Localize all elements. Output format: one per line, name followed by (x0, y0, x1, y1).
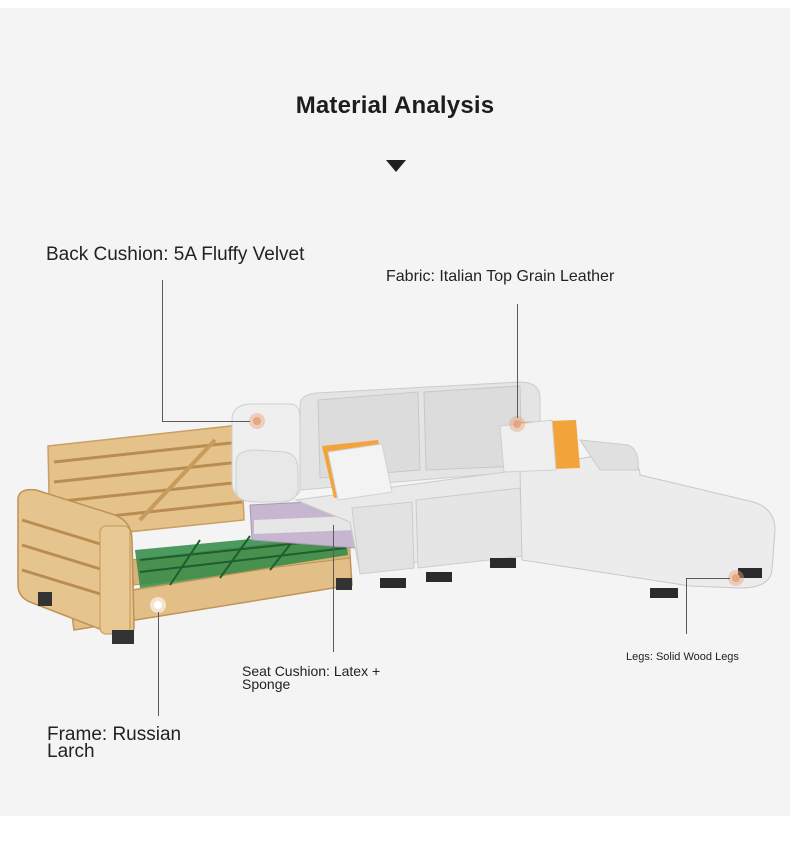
pillows (322, 419, 580, 501)
legs-label: Legs: Solid Wood Legs (626, 651, 739, 663)
seat-cushion-leader (333, 525, 334, 652)
back-cushion-leader-vertical (162, 280, 163, 422)
frame-leader (158, 612, 159, 716)
page-title: Material Analysis (295, 92, 495, 119)
callout-markers (150, 413, 744, 613)
fabric-label: Fabric: Italian Top Grain Leather (386, 268, 615, 285)
fabric-leader (517, 304, 518, 418)
down-arrow-icon (386, 160, 406, 172)
back-cushion-leader-horizontal (162, 421, 250, 422)
seat-cushion-label: Seat Cushion: Latex + Sponge (242, 663, 381, 692)
legs-leader-vertical (686, 578, 687, 634)
legs-leader-horizontal (686, 578, 730, 579)
back-cushion-cutaway (231, 403, 303, 503)
back-cushion-label: Back Cushion: 5A Fluffy Velvet (46, 244, 305, 265)
frame-label: Frame: Russian Larch (47, 724, 182, 762)
